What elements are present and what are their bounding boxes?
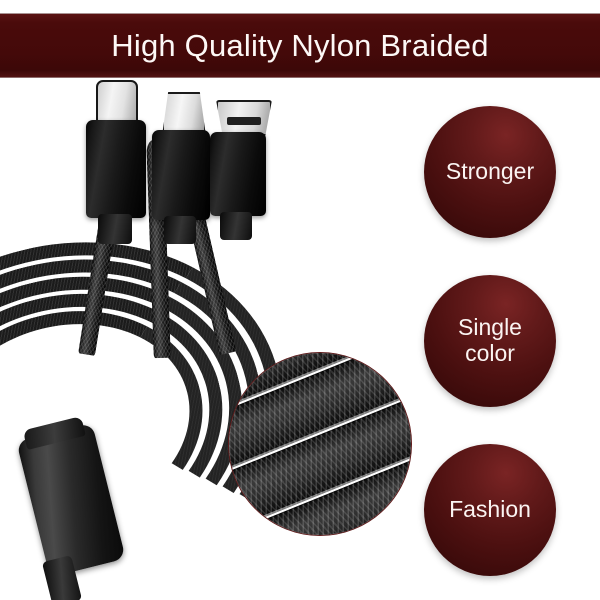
- feature-badge-label: Single color: [458, 314, 522, 366]
- connector-lightning: [146, 92, 210, 252]
- magnified-braid-detail: [229, 353, 411, 535]
- connector-micro-usb: [206, 100, 272, 252]
- page-title: High Quality Nylon Braided: [111, 27, 489, 63]
- feature-badge-list: Stronger Single color Fashion: [424, 106, 584, 600]
- connector-usb-c: [78, 78, 146, 248]
- feature-badge-label: Stronger: [445, 158, 535, 185]
- magnifier-callout: [228, 352, 412, 536]
- feature-badge-stronger[interactable]: Stronger: [424, 106, 556, 238]
- micro-usb-slot: [227, 116, 261, 126]
- usb-c-collar: [98, 214, 132, 244]
- feature-badge-single-color[interactable]: Single color: [424, 275, 556, 407]
- lightning-collar: [164, 216, 196, 244]
- feature-badge-label: Fashion: [449, 496, 531, 523]
- micro-usb-housing: [210, 132, 266, 216]
- feature-badge-fashion[interactable]: Fashion: [424, 444, 556, 576]
- usb-c-housing: [86, 120, 146, 218]
- micro-usb-tip-icon: [216, 100, 272, 136]
- header-banner: High Quality Nylon Braided: [0, 14, 600, 78]
- micro-usb-collar: [220, 212, 252, 240]
- product-photo: [0, 78, 420, 600]
- lightning-housing: [152, 130, 210, 220]
